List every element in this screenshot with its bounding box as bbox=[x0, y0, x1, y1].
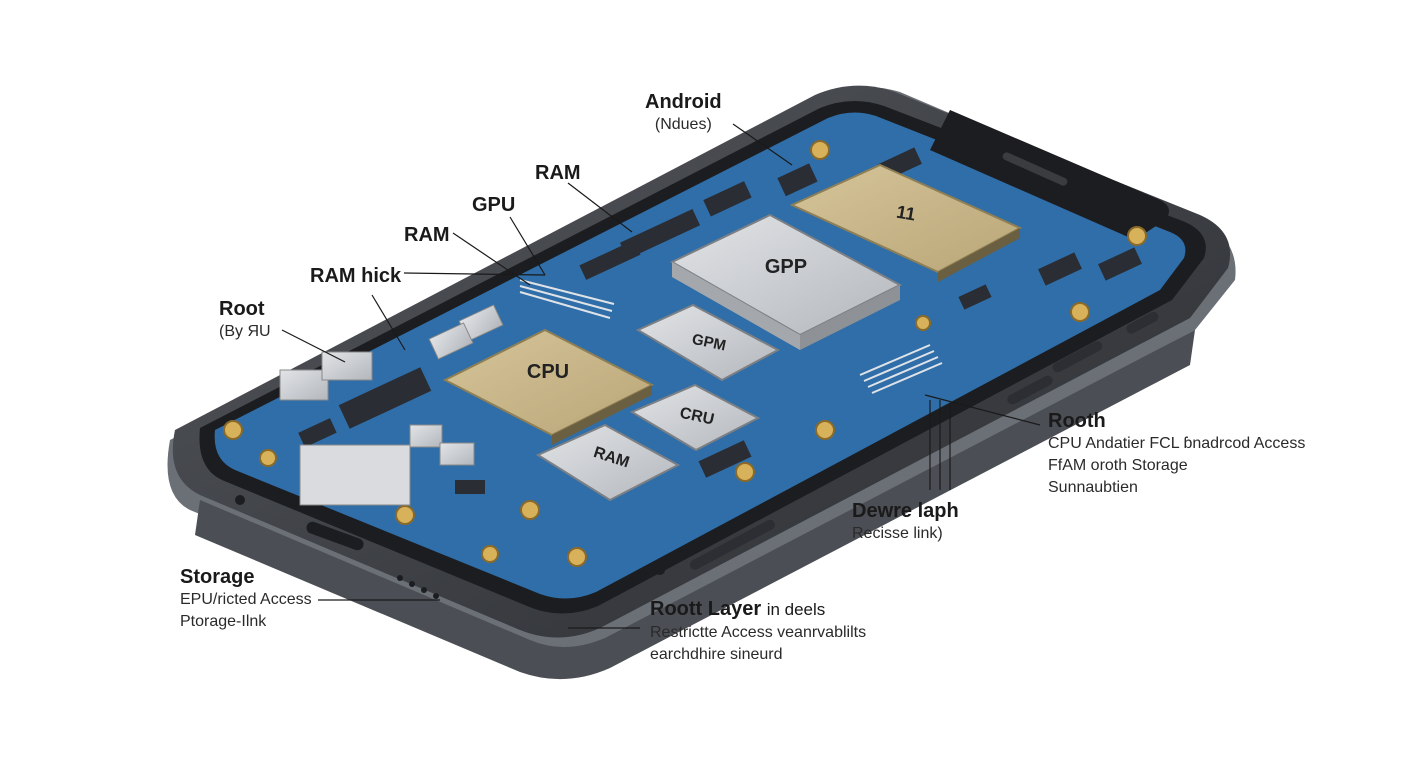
chip-cpu: CPU bbox=[442, 328, 655, 445]
chip-ram: RAM bbox=[535, 423, 681, 502]
label-gpu: GPU bbox=[472, 194, 516, 216]
label-storage: Storage EPU/ricted Access Ptorage-Ilnk bbox=[180, 566, 312, 630]
label-ram-top: RAM bbox=[535, 162, 581, 184]
chip-cru-label: CRU bbox=[678, 405, 715, 429]
label-ram-left: RAM bbox=[404, 224, 450, 246]
chip-top: 11 bbox=[789, 163, 1023, 282]
root-layer-title: Roott Layer bbox=[650, 598, 762, 620]
chip-top-label: 11 bbox=[895, 202, 917, 225]
leader-lines bbox=[281, 123, 1041, 629]
label-android: Android (Ndues) bbox=[645, 91, 722, 133]
bottom-ports bbox=[235, 495, 665, 599]
label-rooth: Rooth CPU Andatier FCL ɓnadrcod Access F… bbox=[1048, 410, 1306, 496]
chip-gpp: GPP bbox=[669, 213, 903, 350]
label-ram-nick: RAM hick bbox=[310, 265, 402, 287]
small-silver-components bbox=[279, 304, 504, 506]
small-components bbox=[298, 147, 1142, 494]
label-root: Root (By ЯU bbox=[219, 298, 271, 340]
root-layer-suffix: in deels bbox=[766, 600, 826, 619]
chip-gpp-label: GPP bbox=[765, 256, 807, 278]
chip-cru: CRU bbox=[629, 383, 761, 452]
earpiece-speaker bbox=[1002, 152, 1068, 186]
chip-gpm: GPM bbox=[635, 303, 781, 382]
side-buttons bbox=[689, 311, 1159, 570]
label-dewre: Dewre laph Recisse link) bbox=[852, 500, 959, 542]
chip-cpu-label: CPU bbox=[527, 361, 569, 383]
mounting-holes bbox=[223, 140, 1147, 567]
chip-gpm-label: GPM bbox=[690, 331, 727, 355]
label-root-layer: Roott Layer in deels Restrictte Access v… bbox=[650, 598, 867, 663]
ribbon-connector bbox=[519, 279, 943, 394]
phone-side-lower bbox=[195, 330, 1195, 680]
